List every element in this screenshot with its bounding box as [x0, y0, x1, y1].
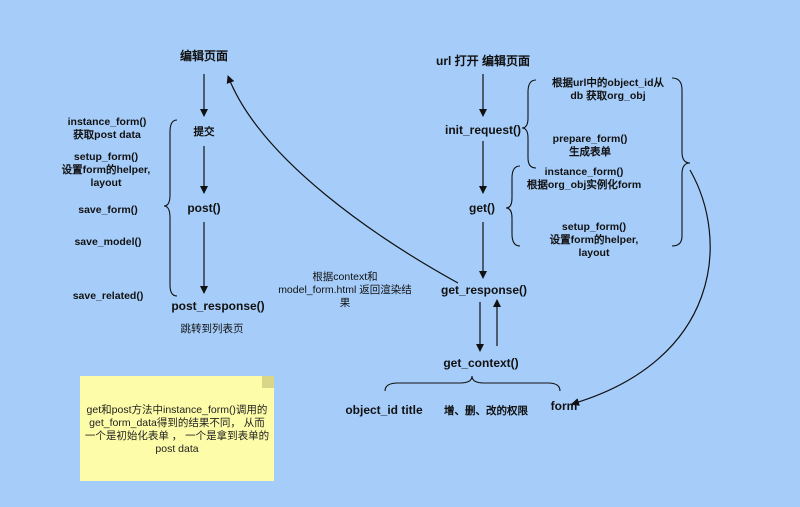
label-left-instance-form: instance_form() 获取post data — [67, 116, 147, 141]
brace-context — [384, 375, 561, 392]
node-post: post() — [187, 201, 221, 215]
brace-post-steps — [163, 119, 178, 297]
label-right-instance-form: instance_form() 根据org_obj实例化form — [526, 166, 642, 191]
sticky-note — [80, 376, 274, 481]
node-form: form — [550, 399, 578, 413]
sticky-note-text: get和post方法中instance_form()调用的get_form_da… — [84, 404, 270, 455]
arrow-brace-to-form — [571, 169, 711, 406]
node-url-open: url 打开 编辑页面 — [435, 54, 530, 68]
label-left-setup-form: setup_form() 设置form的helper, layout — [61, 151, 151, 189]
brace-right-outer — [671, 77, 691, 247]
node-get-response: get_response() — [440, 283, 528, 297]
brace-init-request — [521, 79, 537, 169]
label-prepare-form: prepare_form() 生成表单 — [552, 133, 628, 158]
label-redirect: 跳转到列表页 — [180, 323, 244, 335]
label-object-id-title: object_id title — [345, 403, 423, 417]
label-save-related: save_related() — [72, 290, 144, 302]
label-render-result: 根据context和 model_form.html 返回渲染结 果 — [278, 271, 412, 309]
label-save-model: save_model() — [74, 236, 142, 248]
arrow-response-to-edit-page — [226, 75, 459, 284]
node-post-response: post_response() — [171, 299, 265, 313]
node-submit: 提交 — [193, 126, 215, 138]
label-object-id-from-db: 根据url中的object_id从 db 获取org_obj — [551, 77, 664, 102]
node-get-context: get_context() — [443, 356, 519, 370]
label-save-form: save_form() — [78, 204, 138, 216]
sticky-note-fold — [262, 376, 274, 388]
node-get: get() — [469, 201, 495, 215]
label-permissions: 增、删、改的权限 — [444, 405, 528, 417]
node-init-request: init_request() — [444, 123, 521, 137]
brace-get — [505, 165, 521, 247]
label-right-setup-form: setup_form() 设置form的helper, layout — [549, 221, 639, 259]
node-edit-page: 编辑页面 — [179, 49, 228, 63]
